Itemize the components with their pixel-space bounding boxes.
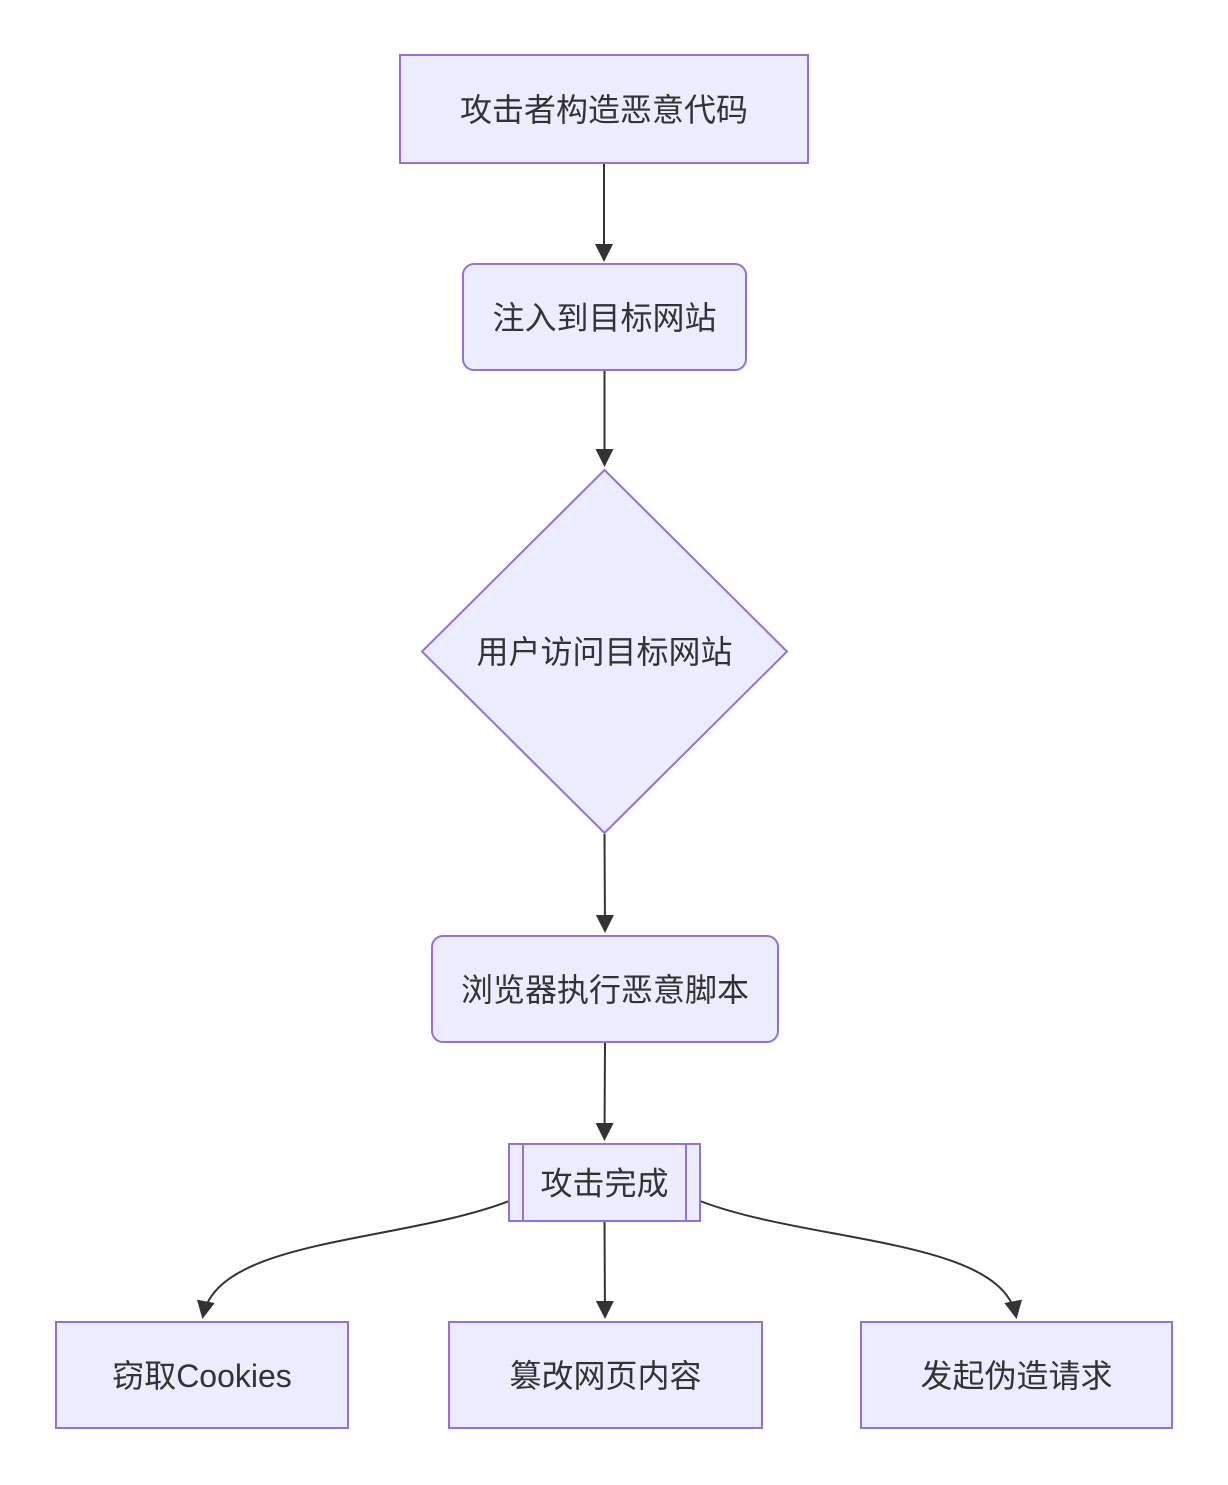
node-steal-cookies-shape <box>55 1321 349 1429</box>
node-attacker-constructs-code-shape <box>399 54 809 164</box>
node-browser-executes-script: 浏览器执行恶意脚本 <box>431 935 779 1043</box>
node-attack-complete-shape <box>508 1143 701 1222</box>
node-forge-requests-shape <box>860 1321 1173 1429</box>
node-inject-to-target-site: 注入到目标网站 <box>462 263 747 371</box>
node-user-visits-target-site-shape <box>420 468 789 835</box>
node-steal-cookies: 窃取Cookies <box>55 1321 349 1429</box>
node-tamper-page-content-shape <box>448 1321 763 1429</box>
node-inject-to-target-site-shape <box>462 263 747 371</box>
node-browser-executes-script-shape <box>431 935 779 1043</box>
edge-e-to-g <box>595 1221 614 1319</box>
node-tamper-page-content: 篡改网页内容 <box>448 1321 763 1429</box>
node-attacker-constructs-code-label: 攻击者构造恶意代码 <box>460 92 748 128</box>
node-attack-complete-label: 攻击完成 <box>540 1166 668 1202</box>
node-attack-complete: 攻击完成 <box>508 1143 701 1222</box>
edge-c-to-d <box>595 833 614 933</box>
node-forge-requests-label: 发起伪造请求 <box>920 1358 1112 1394</box>
edge-e-to-h <box>699 1200 1022 1319</box>
edge-layer <box>197 164 1022 1319</box>
node-attacker-constructs-code: 攻击者构造恶意代码 <box>399 54 809 164</box>
node-inject-to-target-site-label: 注入到目标网站 <box>492 300 716 336</box>
node-tamper-page-content-label: 篡改网页内容 <box>509 1358 701 1394</box>
node-forge-requests: 发起伪造请求 <box>860 1321 1173 1429</box>
node-user-visits-target-site-label: 用户访问目标网站 <box>476 634 732 670</box>
edge-d-to-e <box>595 1042 614 1141</box>
node-user-visits-target-site: 用户访问目标网站 <box>420 468 789 835</box>
node-browser-executes-script-label: 浏览器执行恶意脚本 <box>461 972 749 1008</box>
edge-e-to-f <box>197 1200 510 1319</box>
node-steal-cookies-label: 窃取Cookies <box>112 1358 292 1394</box>
